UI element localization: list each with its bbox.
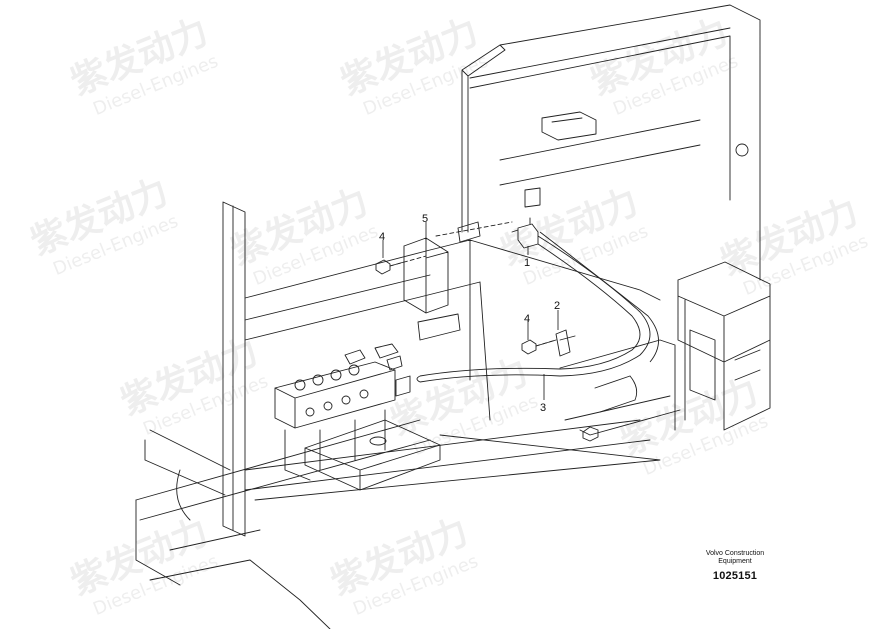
right-box	[677, 261, 771, 431]
part-5-bracket	[403, 237, 449, 314]
part-4-bolt-lower	[521, 339, 557, 355]
bottom-frame	[135, 429, 331, 629]
callout-4-lower: 4	[524, 313, 530, 325]
credit-line-2: Equipment	[718, 558, 752, 565]
platform	[244, 239, 661, 421]
left-post	[222, 201, 246, 537]
rear-frame	[461, 4, 761, 281]
valve-block	[274, 361, 396, 429]
line-drawing	[135, 4, 771, 629]
callout-3: 3	[540, 402, 546, 414]
right-cylinder	[594, 375, 638, 413]
part-4-bolt-upper	[375, 259, 405, 275]
callout-4-upper: 4	[379, 231, 385, 243]
part-2-clip	[555, 329, 576, 357]
right-box-detail	[689, 329, 761, 401]
callout-leaders	[382, 222, 559, 400]
rear-frame-bracket	[541, 111, 597, 141]
valve-block-fittings	[344, 343, 399, 365]
right-nut	[582, 426, 599, 442]
callout-5: 5	[422, 213, 428, 225]
part-3-cable-harness	[416, 231, 659, 383]
mid-block-small	[386, 355, 411, 397]
diagram-credit: Volvo Construction Equipment 1025151	[684, 550, 786, 582]
part-number: 1025151	[712, 570, 758, 582]
callout-2: 2	[554, 300, 560, 312]
mid-block	[417, 313, 461, 341]
callout-1: 1	[524, 257, 530, 269]
upper-bracket-hole	[457, 221, 481, 243]
rear-frame-inner	[499, 119, 701, 208]
valve-block-base	[284, 409, 386, 481]
rear-frame-nut	[735, 143, 749, 157]
center-pedestal	[304, 419, 441, 491]
platform-front	[135, 419, 661, 521]
credit-line-1: Volvo Construction	[705, 550, 765, 557]
leader-dashes	[389, 221, 557, 347]
